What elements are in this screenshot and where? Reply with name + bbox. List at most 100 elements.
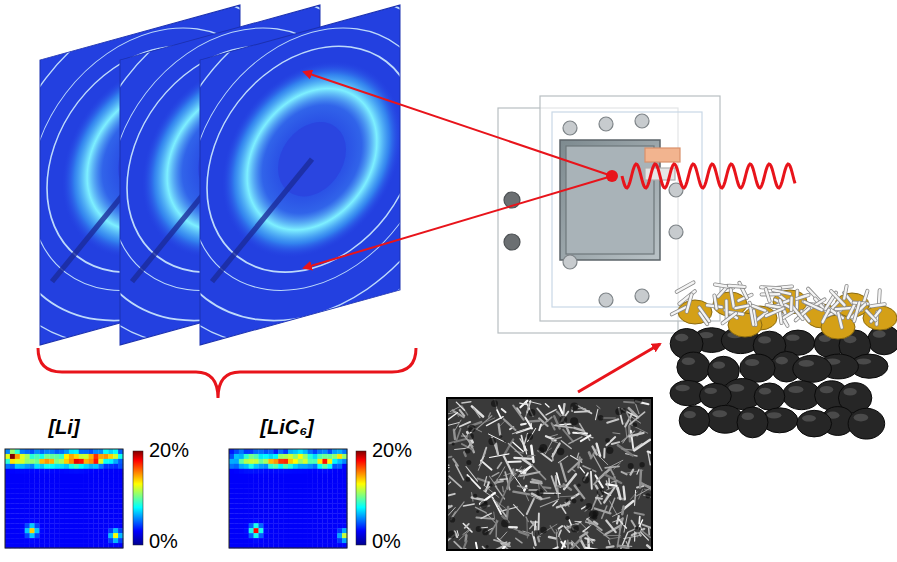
sem-pore (473, 494, 477, 498)
heatmap-pixel (337, 464, 342, 469)
heatmap-pixel (44, 484, 49, 489)
heatmap-pixel (244, 508, 249, 513)
heatmap-pixel (327, 479, 332, 484)
sem-fiber (472, 498, 483, 500)
sem-fiber (528, 455, 535, 457)
sem-fiber (459, 531, 469, 541)
heatmap-pixel (313, 484, 318, 489)
heatmap-pixel (89, 528, 94, 533)
heatmap-pixel (98, 459, 103, 464)
sem-fiber (463, 529, 470, 535)
heatmap-pixel (308, 489, 313, 494)
dendrite-rod (735, 306, 748, 309)
heatmap-pixel (103, 528, 108, 533)
heatmap-pixel (313, 523, 318, 528)
heatmap-pixel (332, 459, 337, 464)
heatmap-pixel (79, 489, 84, 494)
heatmap-pixel (103, 449, 108, 454)
sem-fiber (499, 424, 501, 435)
heatmap-pixel (74, 474, 79, 479)
heatmap-pixel (108, 508, 113, 513)
sem-fiber (585, 540, 596, 545)
heatmap-pixel (249, 484, 254, 489)
heatmap-pixel (293, 538, 298, 543)
heatmap-pixel (298, 523, 303, 528)
heatmap-pixel (234, 513, 239, 518)
heatmap-pixel (244, 459, 249, 464)
heatmap-pixel (98, 523, 103, 528)
heatmap-pixel (98, 528, 103, 533)
heatmap-pixel (89, 479, 94, 484)
heatmap-pixel (30, 518, 35, 523)
heatmap-pixel (259, 479, 264, 484)
sem-fiber (580, 533, 587, 538)
sem-fiber (553, 425, 573, 428)
heatmap-pixel (303, 528, 308, 533)
dendrite-rod-face (878, 290, 881, 305)
sem-fiber (504, 457, 513, 474)
sem-fiber (604, 535, 621, 536)
heatmap-pixel (84, 479, 89, 484)
heatmap-pixel (20, 499, 25, 504)
dendrite-rod-face (766, 309, 783, 316)
heatmap-pixel (30, 494, 35, 499)
heatmap-pixel (322, 484, 327, 489)
sem-pore (623, 523, 625, 525)
particle-highlight (786, 335, 799, 341)
dendrite-rod (723, 313, 736, 323)
sem-pore (448, 531, 455, 539)
sem-fiber (596, 409, 598, 419)
heatmap-pixel (54, 489, 59, 494)
heatmap-pixel (283, 503, 288, 508)
heatmap-pixel (49, 459, 54, 464)
heatmap-pixel (288, 518, 293, 523)
heatmap-pixel (288, 464, 293, 469)
heatmap-pixel (49, 484, 54, 489)
heatmap-pixel (98, 508, 103, 513)
dendrite-rod (766, 309, 783, 316)
heatmap-pixel (303, 454, 308, 459)
heatmap-pixel (259, 454, 264, 459)
sem-fiber (634, 440, 650, 451)
heatmap-pixel (113, 523, 118, 528)
sem-pore (533, 530, 539, 536)
heatmap-pixel (94, 454, 99, 459)
graphite-particle (679, 406, 709, 436)
sem-fiber (577, 453, 579, 458)
heatmap-pixel (249, 479, 254, 484)
heatmap-pixel (337, 533, 342, 538)
sem-fiber (592, 493, 599, 509)
colorbar-min: 0% (149, 531, 178, 551)
heatmap-pixel (254, 449, 259, 454)
heatmap-pixel (98, 538, 103, 543)
heatmap-pixel (268, 459, 273, 464)
heatmap-pixel (54, 508, 59, 513)
heatmap-pixel (268, 503, 273, 508)
sem-fiber (448, 482, 451, 486)
heatmap-pixel (229, 508, 234, 513)
heatmap-pixel (234, 479, 239, 484)
heatmap-pixel (10, 464, 15, 469)
heatmap-pixel (239, 449, 244, 454)
heatmap-pixel (10, 518, 15, 523)
heatmap-pixel (10, 533, 15, 538)
heatmap-pixel (79, 479, 84, 484)
heatmap-pixel (268, 454, 273, 459)
sem-pore (501, 520, 509, 528)
heatmap-pixel (263, 489, 268, 494)
heatmap-pixel (108, 459, 113, 464)
heatmap-pixel (69, 513, 74, 518)
heatmap-pixel (59, 469, 64, 474)
heatmap-pixel (74, 528, 79, 533)
heatmap-pixel (254, 503, 259, 508)
heatmap-pixel (103, 469, 108, 474)
heatmap-pixel (44, 513, 49, 518)
heatmap-pixel (108, 528, 113, 533)
dendrite-rod (838, 313, 842, 328)
heatmap-pixel (84, 499, 89, 504)
sem-pore (559, 416, 567, 424)
sem-fiber (537, 409, 547, 421)
sem-pore (554, 493, 556, 495)
heatmap-pixel (15, 494, 20, 499)
